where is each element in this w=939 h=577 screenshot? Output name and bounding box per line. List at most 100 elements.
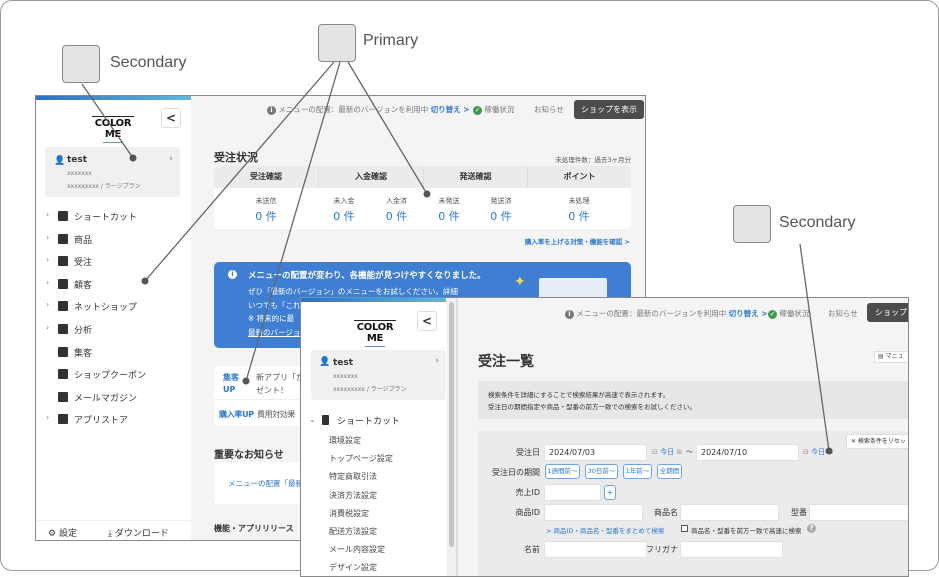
plus-circle-icon <box>58 414 68 425</box>
period-all-button[interactable]: 全期間 <box>657 464 682 479</box>
bulk-search-link[interactable]: > 商品ID・商品名・型番をまとめて検索 <box>546 527 665 535</box>
name-input[interactable] <box>544 541 647 558</box>
sales-id-input[interactable] <box>544 484 601 501</box>
shortcut-item[interactable]: デザイン設定 <box>329 563 377 573</box>
sidebar-item[interactable]: ›顧客 <box>46 278 181 292</box>
callout-label-secondary: Secondary <box>110 54 187 71</box>
banner-text: ※ 将来的に最 <box>248 314 295 323</box>
promo-text[interactable]: 新アプリ「か <box>256 373 304 382</box>
prefix-search-checkbox[interactable] <box>681 525 688 532</box>
shortcut-item[interactable]: 消費税設定 <box>329 508 369 518</box>
section-label: ショートカット <box>337 417 401 427</box>
period-1year-button[interactable]: 1年前〜 <box>623 464 652 479</box>
promo-text[interactable]: 費用対効果 <box>257 410 295 419</box>
sidebar-item[interactable]: ›ショートカット <box>46 210 181 224</box>
cell-value[interactable]: 0 件 <box>490 210 512 223</box>
banner-text: いつでも「これ <box>248 301 301 310</box>
help-icon[interactable]: ? <box>807 524 816 533</box>
releases-title: 機能・アプリリリース <box>214 524 294 533</box>
cell-value[interactable]: 0 件 <box>333 210 355 223</box>
shortcut-item[interactable]: 決済方法設定 <box>329 490 377 500</box>
today-from[interactable]: ⊟ 今日 ⊞ <box>652 447 682 457</box>
prefix-search-label[interactable]: 商品名・型番を前方一致で高速に検索 <box>691 527 802 535</box>
sidebar-item[interactable]: ショップクーポン <box>46 368 181 382</box>
model-input[interactable] <box>809 504 908 521</box>
settings-button[interactable]: ⚙ 設定 <box>48 526 77 539</box>
switch-link[interactable]: 切り替え > <box>728 309 768 318</box>
news-link[interactable]: お知らせ <box>534 105 564 114</box>
search-form: ✕ 検索条件をリセッ 受注日 2024/07/03 ⊟ 今日 ⊞ 〜 2024/… <box>478 431 908 576</box>
sidebar-item[interactable]: ›分析 <box>46 323 181 337</box>
kana-input[interactable] <box>680 541 783 558</box>
conversion-tips-link[interactable]: 購入率を上げる対策・機能を確認 > <box>524 238 630 246</box>
status-link[interactable]: ✓ 稼働状況 <box>473 104 514 115</box>
sidebar-item-label: ネットショップ <box>74 303 138 314</box>
shortcut-item[interactable]: 配送方法設定 <box>329 527 377 536</box>
sidebar-item-label: ショップクーポン <box>74 371 147 382</box>
download-button[interactable]: ⤓ ダウンロード <box>108 526 169 539</box>
today-to[interactable]: ⊟ 今日 ⊞ <box>803 447 833 457</box>
today-label: 今日 <box>660 448 675 456</box>
user-card[interactable]: 👤 test xxxxxxx xxxxxxxxx / ラージプラン › <box>45 147 180 197</box>
bar-chart-icon <box>58 324 68 334</box>
collapse-sidebar-button[interactable]: < <box>161 108 181 128</box>
manual-button[interactable]: ▤ マニュ <box>874 351 908 363</box>
callout-box-secondary <box>62 45 100 83</box>
promo-text[interactable]: ゼント！ <box>256 386 288 395</box>
sidebar-item-label: 集客 <box>74 348 93 359</box>
chevron-right-icon: › <box>46 255 50 265</box>
important-notices-title: 重要なお知らせ <box>214 450 284 461</box>
sidebar-item[interactable]: メールマガジン <box>46 391 181 405</box>
download-label: ダウンロード <box>114 529 169 539</box>
coupon-icon <box>58 369 68 380</box>
sidebar-section-shortcut[interactable]: ⌄ ショートカット <box>309 414 439 428</box>
sparkle-icon: ✦ <box>514 274 526 290</box>
download-icon: ⤓ <box>108 529 112 539</box>
orders-status-title: 受注状況 <box>214 151 258 164</box>
sidebar-item[interactable]: ›商品 <box>46 233 181 247</box>
sidebar: COLOR ME < 👤 test xxxxxxx xxxxxxxxx / ラー… <box>36 96 191 540</box>
user-card[interactable]: 👤 test xxxxxxx xxxxxxxxx / ラージプラン › <box>311 350 446 400</box>
sidebar-item[interactable]: ›アプリストア <box>46 413 181 427</box>
cell-value[interactable]: 0 件 <box>438 210 460 223</box>
sidebar-item[interactable]: 集客 <box>46 346 181 360</box>
period-30days-button[interactable]: 30日前〜 <box>585 464 618 479</box>
shortcut-item[interactable]: トップページ設定 <box>329 454 393 464</box>
search-hint-box: 検索条件を詳細にすることで検索結果が高速で表示されます。 受注日の期間指定や商品… <box>478 381 908 419</box>
calendar-plus-icon: ⊞ <box>676 448 683 456</box>
period-1week-button[interactable]: 1週間前〜 <box>545 464 580 479</box>
status-link[interactable]: ✓ 稼働状況 <box>768 308 809 319</box>
cell-label: 未発送 <box>438 197 460 205</box>
shortcut-item[interactable]: メール内容設定 <box>329 545 385 555</box>
cell-value[interactable]: 0 件 <box>568 210 590 223</box>
model-label: 型番 <box>791 508 807 517</box>
view-shop-button[interactable]: ショップを表示 <box>574 100 644 119</box>
shortcut-item[interactable]: 特定商取引法 <box>329 472 377 482</box>
banner-link[interactable]: 最新のバージョ <box>248 328 301 337</box>
news-link[interactable]: お知らせ <box>828 309 858 318</box>
column-header: ポイント <box>527 166 631 188</box>
order-date-to-input[interactable]: 2024/07/10 <box>696 444 799 461</box>
add-sales-id-button[interactable]: + <box>604 485 616 500</box>
view-shop-button[interactable]: ショップ <box>867 303 908 322</box>
menu-status-text: メニューの配置：最新のバージョンを利用中 <box>576 309 727 318</box>
cell-value[interactable]: 0 件 <box>255 210 277 223</box>
collapse-sidebar-button[interactable]: < <box>417 311 437 331</box>
sidebar-item-label: 商品 <box>74 235 93 246</box>
reset-search-button[interactable]: ✕ 検索条件をリセッ <box>846 434 908 449</box>
scrollbar-thumb[interactable] <box>449 302 454 547</box>
notice-link[interactable]: メニューの配置「最新 <box>228 479 303 488</box>
product-id-input[interactable] <box>544 504 643 521</box>
order-date-from-input[interactable]: 2024/07/03 <box>544 444 647 461</box>
cell-value[interactable]: 0 件 <box>385 210 408 223</box>
manual-label: マニュ <box>885 353 904 360</box>
sidebar-item-label: 顧客 <box>74 280 93 291</box>
product-name-input[interactable] <box>680 504 779 521</box>
shortcut-item[interactable]: 環境設定 <box>329 436 361 445</box>
switch-link[interactable]: 切り替え > <box>430 105 470 114</box>
status-label: 稼働状況 <box>779 309 810 318</box>
sidebar-scrollbar[interactable] <box>447 298 456 576</box>
sidebar-item[interactable]: ›ネットショップ <box>46 300 181 314</box>
today-label: 今日 <box>811 448 826 456</box>
sidebar-item[interactable]: ›受注 <box>46 255 181 269</box>
